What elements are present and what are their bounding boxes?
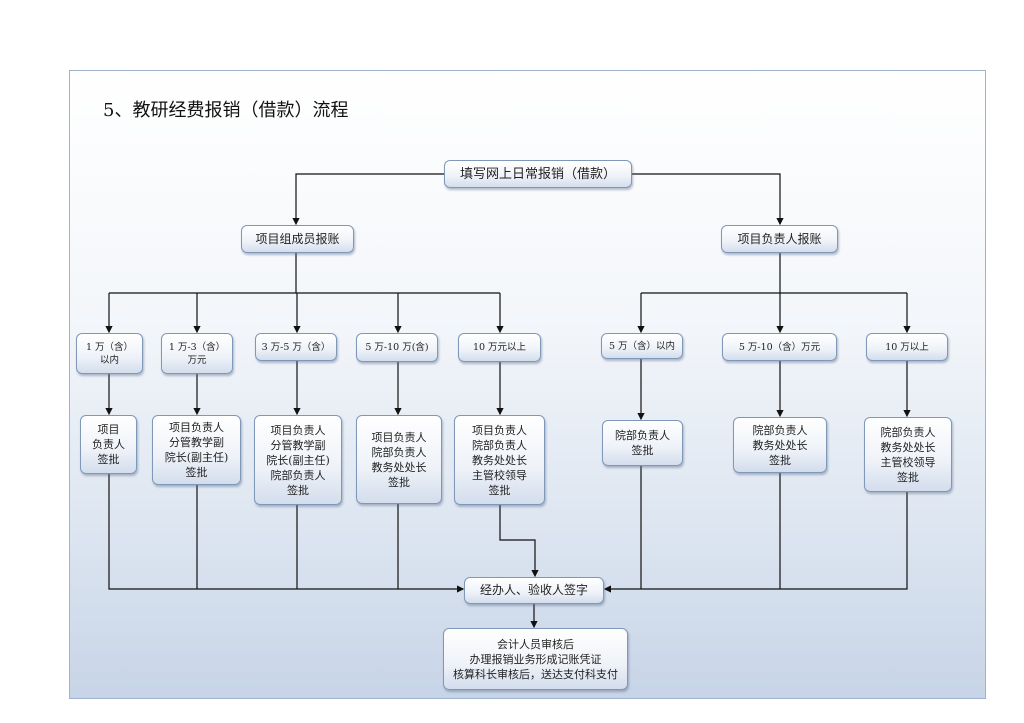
leader-approval-box: 院部负责人 教务处处长 签批 <box>733 417 827 473</box>
leader-branch-box: 项目负责人报账 <box>721 225 838 253</box>
leader-approval-box: 院部负责人 签批 <box>602 420 683 466</box>
member-amount-box: 1 万-3（含） 万元 <box>161 333 233 374</box>
leader-amount-box: 5 万（含）以内 <box>601 333 683 359</box>
member-approval-box: 项目 负责人 签批 <box>80 415 137 474</box>
member-amount-box: 10 万元以上 <box>458 333 541 362</box>
sign-box: 经办人、验收人签字 <box>464 577 604 604</box>
member-approval-box: 项目负责人 院部负责人 教务处处长 签批 <box>356 415 442 504</box>
member-approval-box: 项目负责人 分管教学副 院长(副主任) 院部负责人 签批 <box>254 415 342 505</box>
member-approval-box: 项目负责人 分管教学副 院长(副主任) 签批 <box>152 415 241 485</box>
page-title: 5、教研经费报销（借款）流程 <box>103 100 349 121</box>
member-amount-box: 1 万（含） 以内 <box>76 333 143 374</box>
member-amount-box: 5 万-10 万(含) <box>356 333 438 362</box>
member-approval-box: 项目负责人 院部负责人 教务处处长 主管校领导 签批 <box>454 415 545 505</box>
member-branch-box: 项目组成员报账 <box>241 225 354 253</box>
leader-approval-box: 院部负责人 教务处处长 主管校领导 签批 <box>864 417 952 492</box>
final-box: 会计人员审核后 办理报销业务形成记账凭证 核算科长审核后，送达支付科支付 <box>443 628 628 690</box>
leader-amount-box: 10 万以上 <box>866 333 948 361</box>
leader-amount-box: 5 万-10（含）万元 <box>722 333 837 361</box>
member-amount-box: 3 万-5 万（含） <box>255 333 337 361</box>
start-box: 填写网上日常报销（借款） <box>444 160 632 188</box>
